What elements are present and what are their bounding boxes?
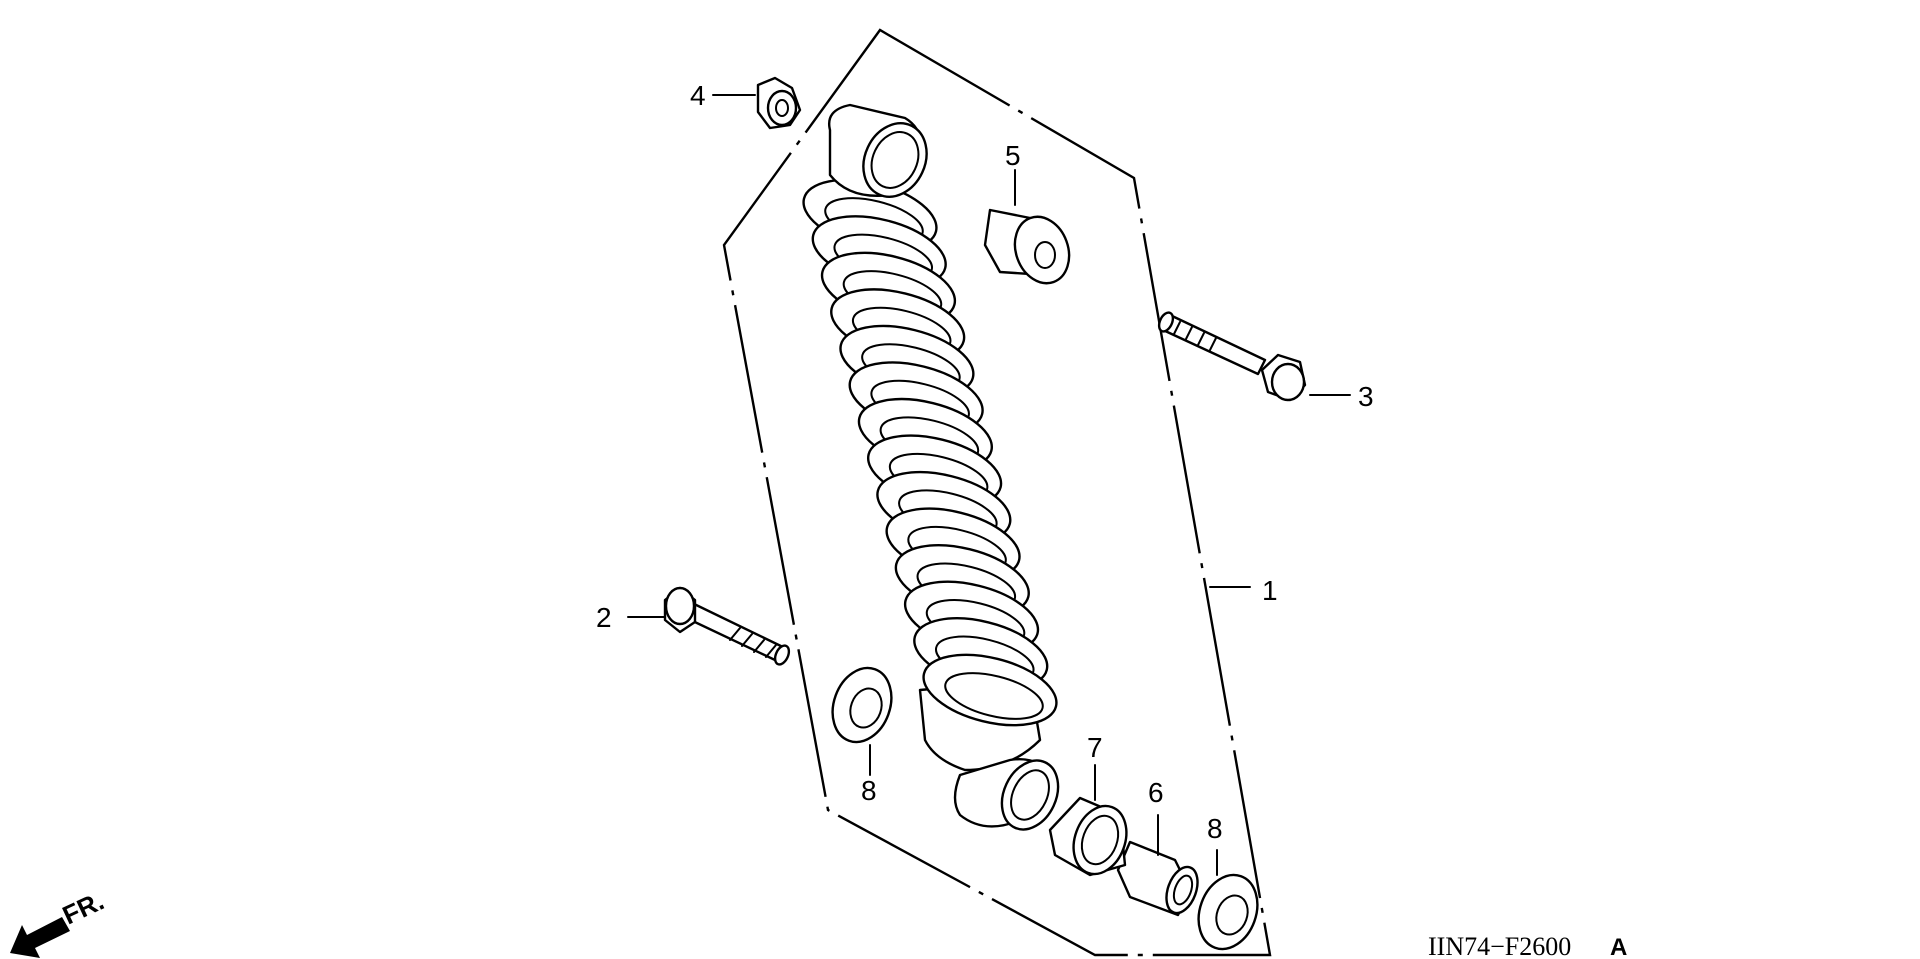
callout-part-2: 2	[596, 602, 612, 633]
callout-part-8-left: 8	[861, 775, 877, 806]
leader-lines	[627, 94, 1351, 876]
upper-bolt	[1157, 311, 1307, 402]
spring-coil-inner	[944, 672, 1044, 720]
spring-coil	[922, 653, 1058, 727]
lower-bolt	[663, 586, 791, 666]
drawing-variant: A	[1610, 934, 1627, 959]
callout-part-5: 5	[1005, 140, 1021, 171]
callout-part-6: 6	[1148, 777, 1164, 808]
drawing-code: IIN74−F2600	[1428, 932, 1571, 959]
assembly-group-outline	[722, 28, 1272, 957]
callout-part-1: 1	[1262, 575, 1278, 606]
front-direction-arrow-icon	[10, 917, 70, 958]
upper-bushing	[983, 208, 1071, 285]
needle-bearing	[1048, 796, 1128, 877]
dust-seal-right	[1197, 873, 1259, 951]
shock-absorber	[802, 103, 1060, 831]
callout-part-7: 7	[1087, 732, 1103, 763]
callout-part-8-right: 8	[1207, 813, 1223, 844]
callout-part-4: 4	[690, 80, 706, 111]
dust-seal-left	[831, 666, 893, 744]
flange-nut	[756, 76, 802, 130]
collar	[1116, 840, 1199, 917]
callout-part-3: 3	[1358, 381, 1374, 412]
